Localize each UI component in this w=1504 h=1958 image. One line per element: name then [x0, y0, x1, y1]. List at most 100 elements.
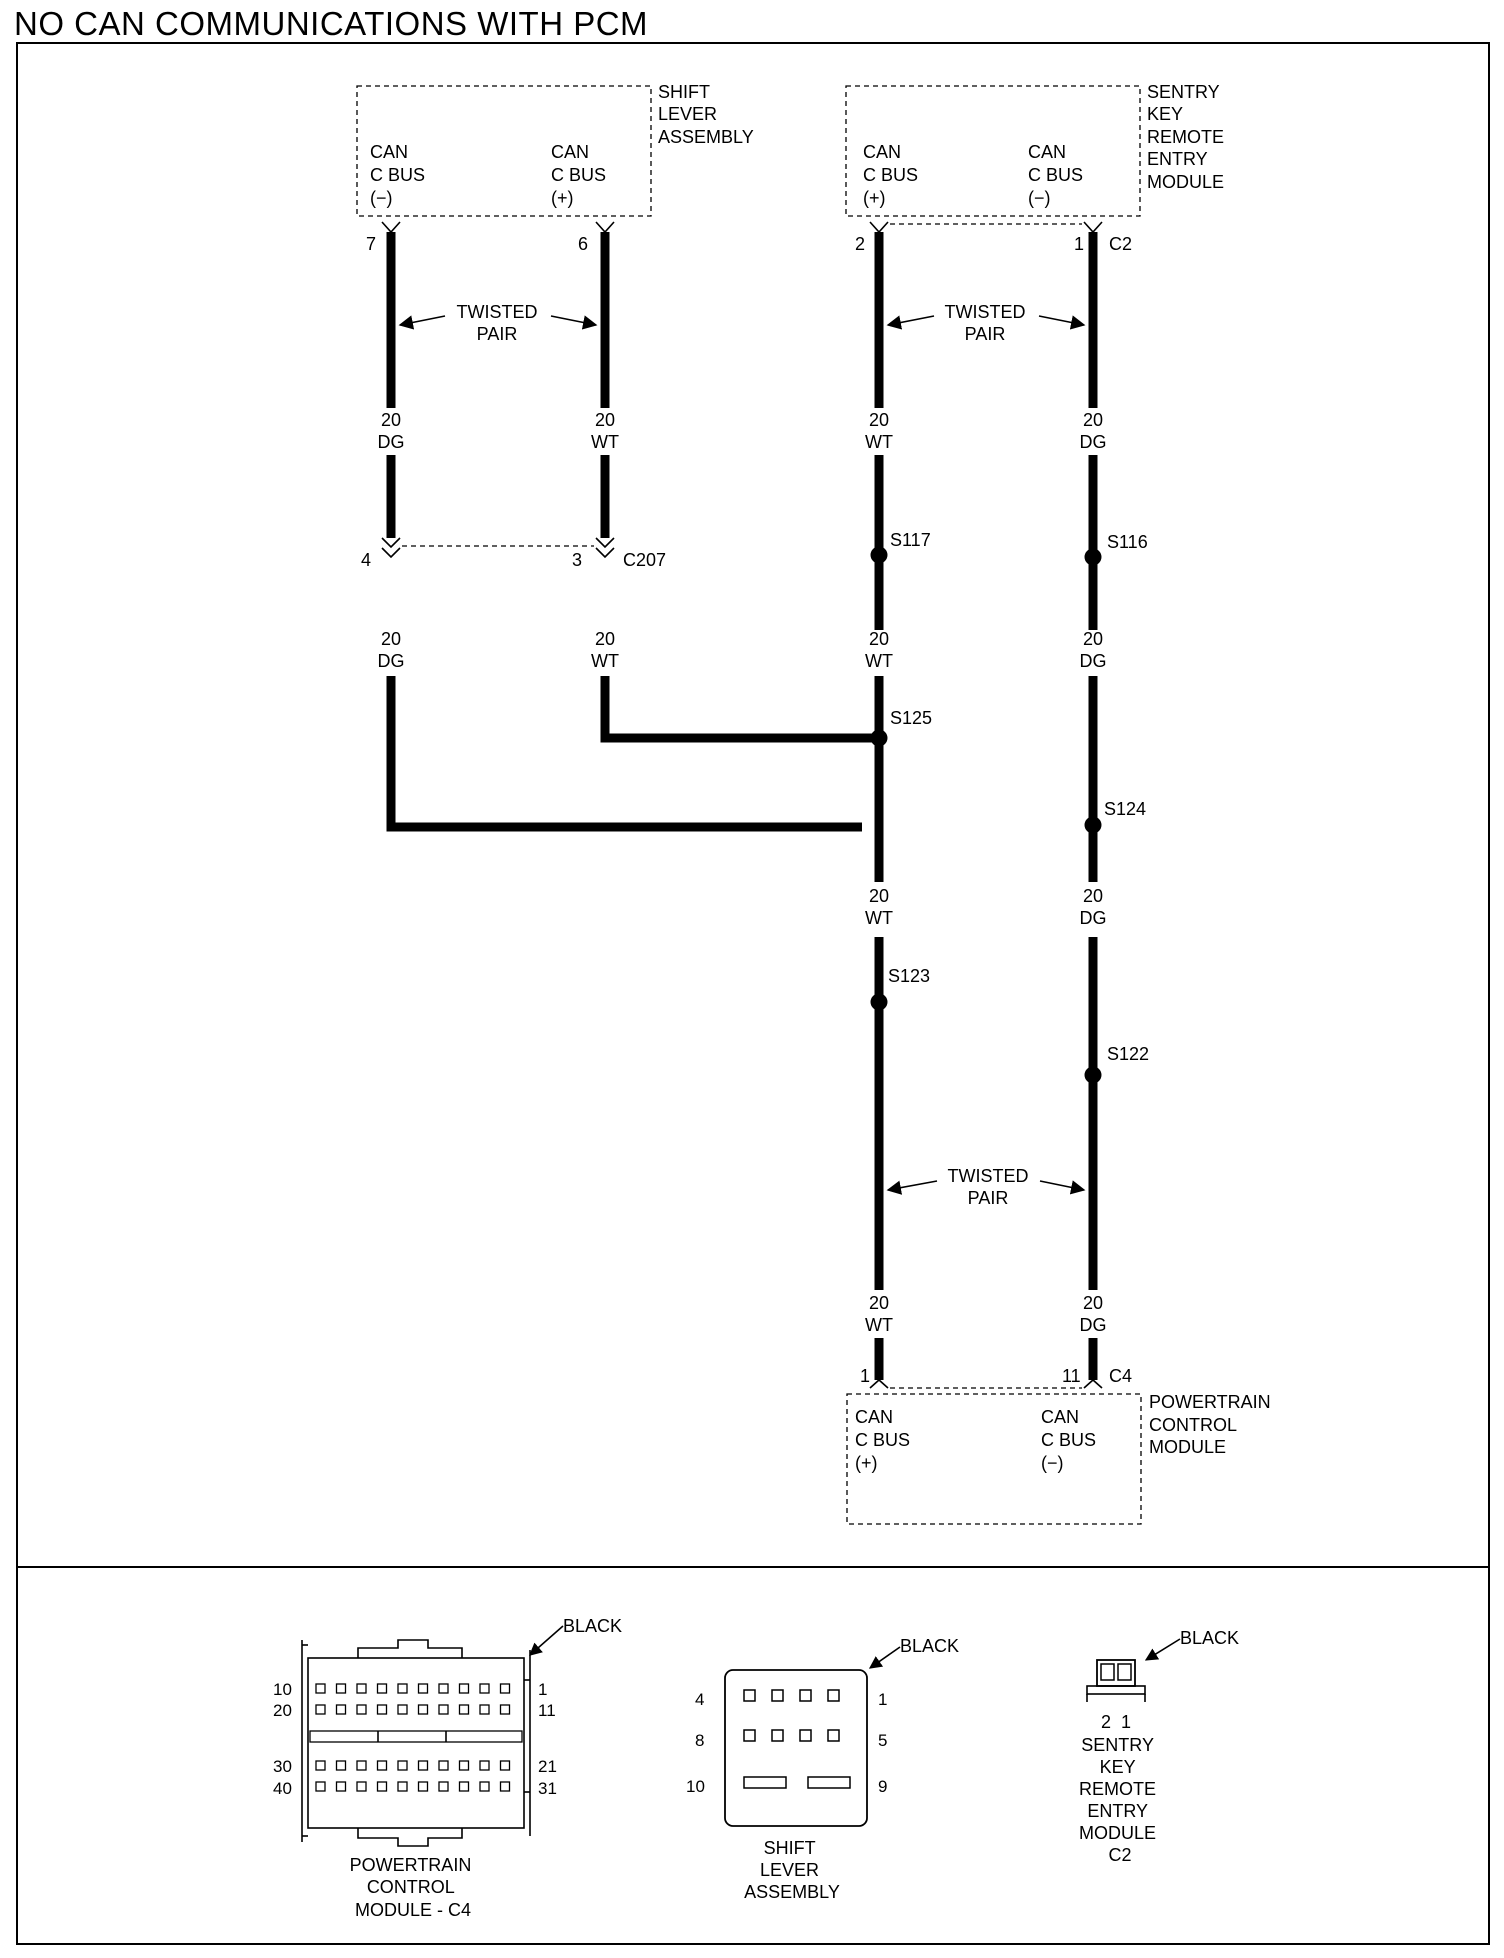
pcm-pin-cavity	[458, 1781, 470, 1792]
pcm-connector-view: 10 20 30 40 1 11 21 31 BLACK POWERTRAIN …	[273, 1616, 622, 1920]
skrem-terminal-plus: CAN C BUS (+)	[863, 142, 923, 208]
svg-text:7: 7	[366, 234, 376, 254]
svg-text:S125: S125	[890, 708, 932, 728]
svg-text:6: 6	[578, 234, 588, 254]
connector-views-frame	[16, 1566, 1490, 1945]
svg-text:10: 10	[273, 1680, 292, 1699]
pcm-pin-cavity	[356, 1760, 367, 1771]
svg-text:S123: S123	[888, 966, 930, 986]
pcm-pin-cavity	[499, 1781, 511, 1792]
pcm-module: POWERTRAIN CONTROL MODULE CAN C BUS (+) …	[846, 1392, 1271, 1525]
svg-text:BLACK: BLACK	[563, 1616, 622, 1636]
pin-numbers: 7 6 2 1 C2 4 3 C207 1 11 C4	[361, 234, 1132, 1386]
pcm-pin-cavity	[438, 1704, 449, 1715]
svg-text:1: 1	[538, 1680, 547, 1699]
pcm-pin-cavity	[356, 1683, 367, 1694]
pcm-pin-cavity	[397, 1683, 408, 1694]
svg-text:11: 11	[1062, 1366, 1081, 1386]
svg-text:C207: C207	[623, 550, 666, 570]
pcm-pin-cavity	[479, 1683, 490, 1694]
svg-text:3: 3	[572, 550, 582, 570]
skrem-module: SENTRY KEY REMOTE ENTRY MODULE CAN C BUS…	[845, 82, 1224, 217]
pcm-pin-cavity	[376, 1683, 388, 1694]
pcm-pin-cavity	[438, 1781, 449, 1792]
pcm-pin-cavity	[479, 1704, 490, 1715]
pcm-pin-cavity	[438, 1760, 449, 1771]
diagram-frame	[16, 42, 1490, 1568]
shift-lever-terminal-plus: CAN C BUS (+)	[551, 142, 611, 208]
svg-text:4: 4	[361, 550, 371, 570]
pcm-pin-cavity	[397, 1704, 408, 1715]
svg-text:S124: S124	[1104, 799, 1146, 819]
svg-text:POWERTRAIN CONTROL: POWERTRAIN CONTROL MODULE - C4	[350, 1855, 477, 1920]
pcm-pin-cavity	[417, 1704, 429, 1715]
svg-text:20: 20	[273, 1701, 292, 1720]
svg-text:2: 2	[855, 234, 865, 254]
pcm-pin-cavity	[315, 1704, 326, 1715]
svg-text:10: 10	[686, 1777, 705, 1796]
skrem-connector-view: BLACK 2 1 SENTRY KEY REMOTE ENTRY MODULE…	[1079, 1628, 1239, 1865]
svg-text:31: 31	[538, 1779, 557, 1798]
shift-lever-module: SHIFT LEVER ASSEMBLY CAN C BUS (−) CAN C…	[356, 82, 754, 217]
svg-text:30: 30	[273, 1757, 292, 1776]
pcm-pin-cavity	[335, 1704, 347, 1715]
pcm-pin-cavity	[458, 1683, 470, 1694]
pcm-terminal-minus: CAN C BUS (−)	[1041, 1407, 1101, 1473]
page-title: NO CAN COMMUNICATIONS WITH PCM	[14, 5, 649, 42]
pcm-pin-cavity	[315, 1781, 326, 1792]
pcm-pin-cavity	[376, 1760, 388, 1771]
pcm-pin-cavity	[397, 1781, 408, 1792]
pcm-pin-cavity	[438, 1683, 449, 1694]
svg-text:21: 21	[538, 1757, 557, 1776]
pcm-pin-cavity	[356, 1781, 367, 1792]
svg-text:BLACK: BLACK	[1180, 1628, 1239, 1648]
svg-text:BLACK: BLACK	[900, 1636, 959, 1656]
pcm-pin-cavity	[417, 1781, 429, 1792]
svg-text:9: 9	[878, 1777, 887, 1796]
svg-text:2 1: 2 1	[1101, 1712, 1131, 1732]
pcm-pin-cavity	[458, 1760, 470, 1771]
pcm-pin-cavity	[479, 1760, 490, 1771]
pcm-pin-cavity	[417, 1683, 429, 1694]
svg-text:1: 1	[878, 1690, 887, 1709]
svg-text:40: 40	[273, 1779, 292, 1798]
pcm-pin-cavity	[499, 1683, 511, 1694]
pcm-pin-cavity	[479, 1781, 490, 1792]
splice-dots	[870, 546, 1102, 1084]
pcm-pin-cavity	[499, 1704, 511, 1715]
pcm-pin-cavity	[417, 1760, 429, 1771]
svg-text:8: 8	[695, 1731, 704, 1750]
svg-text:S122: S122	[1107, 1044, 1149, 1064]
connector-forks	[381, 221, 1103, 1389]
svg-text:5: 5	[878, 1731, 887, 1750]
svg-text:C4: C4	[1109, 1366, 1132, 1386]
pcm-pin-cavity	[356, 1704, 367, 1715]
pcm-pin-cavity	[376, 1781, 388, 1792]
pcm-pin-cavity	[376, 1704, 388, 1715]
pcm-pin-cavity	[458, 1704, 470, 1715]
pcm-pin-cavity	[335, 1683, 347, 1694]
svg-text:SHIFT LEVER ASSEMB: SHIFT LEVER ASSEMBLY	[744, 1838, 840, 1902]
svg-text:C2: C2	[1109, 234, 1132, 254]
pcm-pin-cavity	[499, 1760, 511, 1771]
pcm-terminal-plus: CAN C BUS (+)	[855, 1407, 915, 1473]
svg-text:11: 11	[538, 1701, 556, 1720]
svg-text:SENTRY KEY REMOTE: SENTRY KEY REMOTE ENTRY MODULE C2	[1079, 1735, 1161, 1865]
skrem-terminal-minus: CAN C BUS (−)	[1028, 142, 1088, 208]
pcm-pin-grid	[315, 1683, 511, 1792]
